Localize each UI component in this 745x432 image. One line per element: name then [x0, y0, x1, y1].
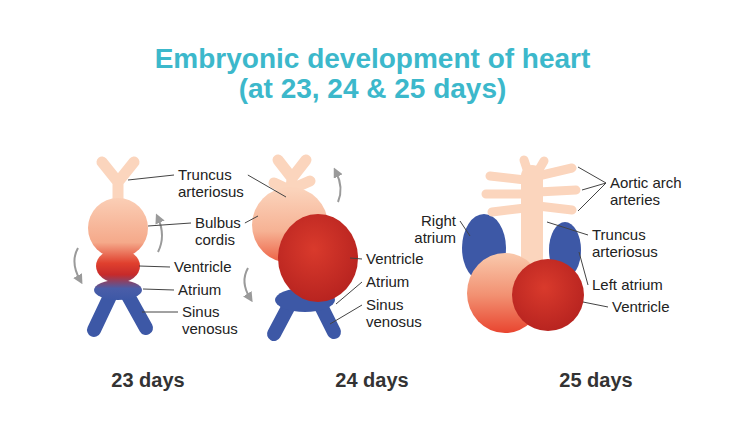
- part-label: Ventricle: [366, 250, 424, 267]
- heart-23-days: [74, 162, 162, 330]
- leader-line: [578, 183, 606, 211]
- age-caption: 23 days: [111, 368, 184, 392]
- leader-line: [143, 289, 174, 290]
- age-caption: 24 days: [335, 368, 408, 392]
- leader-line: [248, 175, 286, 197]
- part-label: Ventricle: [174, 258, 232, 275]
- leader-line: [245, 216, 258, 223]
- age-caption: 25 days: [559, 368, 632, 392]
- part-label: Truncus arteriosus: [592, 226, 672, 260]
- heart-25-days: [462, 160, 584, 333]
- part-label: Ventricle: [612, 298, 670, 315]
- part-label: Sinus venosus: [182, 303, 254, 337]
- leader-line: [460, 221, 470, 236]
- part-label: Right atrium: [410, 212, 456, 246]
- leader-line: [128, 175, 174, 180]
- leader-line: [142, 312, 178, 313]
- page-title: Embryonic development of heart (at 23, 2…: [145, 44, 600, 104]
- leader-line: [578, 167, 606, 183]
- leader-line: [330, 305, 362, 324]
- part-label: Left atrium: [592, 276, 663, 293]
- leader-line: [336, 282, 362, 304]
- part-label: Bulbus cordis: [195, 214, 257, 248]
- heart-24-days: [244, 160, 358, 334]
- part-label: Truncus arteriosus: [178, 166, 258, 200]
- leader-line: [547, 222, 588, 235]
- part-label: Atrium: [366, 273, 409, 290]
- leader-line: [583, 302, 608, 307]
- leader-line: [148, 223, 191, 226]
- part-label: Atrium: [178, 281, 221, 298]
- part-label: Sinus venosus: [366, 296, 438, 330]
- part-label: Aortic arch arteries: [610, 174, 696, 208]
- leader-line: [350, 258, 362, 259]
- leader-line: [139, 266, 170, 267]
- leader-line: [579, 252, 588, 285]
